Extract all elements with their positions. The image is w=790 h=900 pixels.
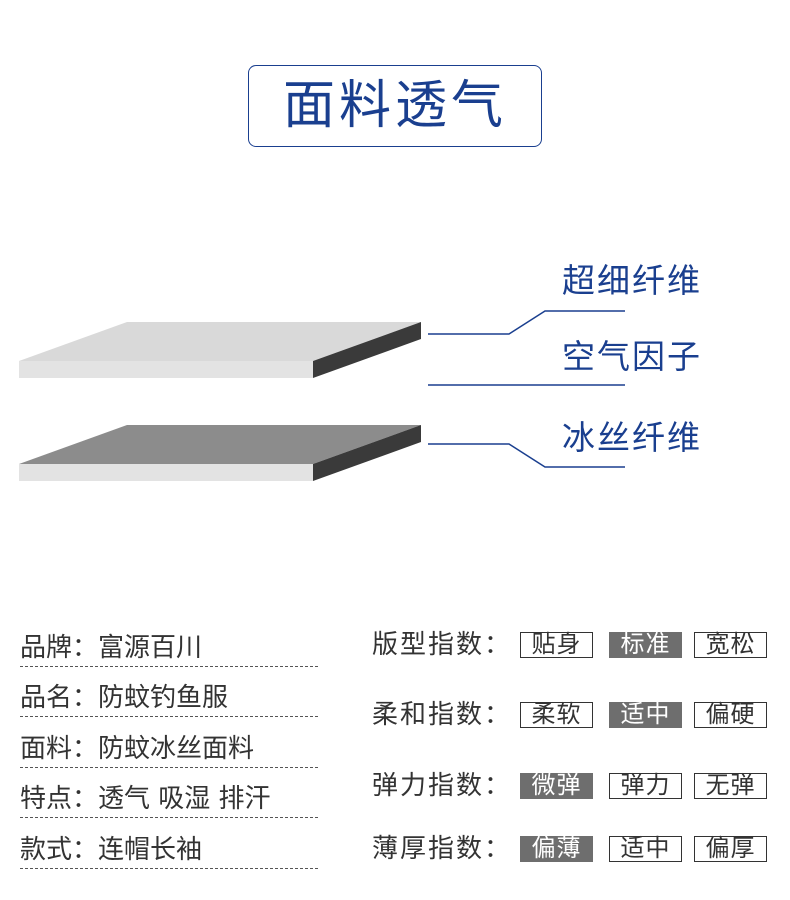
index-option: 适中 [609, 702, 682, 728]
spec-value: 防蚊钓鱼服 [98, 683, 229, 713]
top-fabric-layer [19, 322, 421, 378]
index-label: 柔和指数： [372, 700, 513, 730]
top-layer-surface [19, 322, 421, 361]
spec-value: 富源百川 [98, 633, 203, 663]
bottom-layer-front [19, 464, 313, 481]
spec-row-style: 款式：连帽长袖 [20, 832, 318, 869]
index-label: 薄厚指数： [372, 834, 513, 864]
spec-value: 连帽长袖 [98, 835, 203, 865]
spec-row-name: 品名：防蚊钓鱼服 [20, 680, 318, 717]
index-option: 偏厚 [694, 836, 767, 862]
title-box: 面料透气 [248, 65, 542, 147]
spec-key: 品牌： [20, 633, 99, 663]
spec-row-features: 特点：透气 吸湿 排汗 [20, 781, 318, 818]
layer-label-air: 空气因子 [562, 337, 702, 376]
spec-key: 品名： [20, 683, 99, 713]
page-title: 面料透气 [282, 76, 507, 136]
leader-line-3 [428, 443, 625, 468]
spec-value: 防蚊冰丝面料 [98, 734, 255, 764]
index-option: 微弹 [520, 773, 593, 799]
bottom-layer-side [313, 425, 421, 481]
spec-value: 透气 吸湿 排汗 [98, 784, 271, 814]
index-option: 宽松 [694, 632, 767, 658]
bottom-fabric-layer [19, 425, 421, 481]
layer-label-ice-silk: 冰丝纤维 [562, 418, 702, 457]
layer-label-microfiber: 超细纤维 [562, 261, 702, 300]
index-option: 弹力 [609, 773, 682, 799]
index-option: 无弹 [694, 773, 767, 799]
spec-key: 面料： [20, 734, 99, 764]
bottom-layer-surface [19, 425, 421, 464]
spec-key: 特点： [20, 784, 99, 814]
top-layer-side [313, 322, 421, 378]
leader-line-1 [428, 310, 625, 335]
index-label: 版型指数： [372, 630, 513, 660]
index-label: 弹力指数： [372, 771, 513, 801]
spec-row-fabric: 面料：防蚊冰丝面料 [20, 731, 318, 768]
index-option: 标准 [609, 632, 682, 658]
top-layer-front [19, 361, 313, 378]
index-option: 偏薄 [520, 836, 593, 862]
index-option: 柔软 [520, 702, 593, 728]
spec-key: 款式： [20, 835, 99, 865]
index-option: 贴身 [520, 632, 593, 658]
index-option: 偏硬 [694, 702, 767, 728]
spec-row-brand: 品牌：富源百川 [20, 630, 318, 667]
index-option: 适中 [609, 836, 682, 862]
